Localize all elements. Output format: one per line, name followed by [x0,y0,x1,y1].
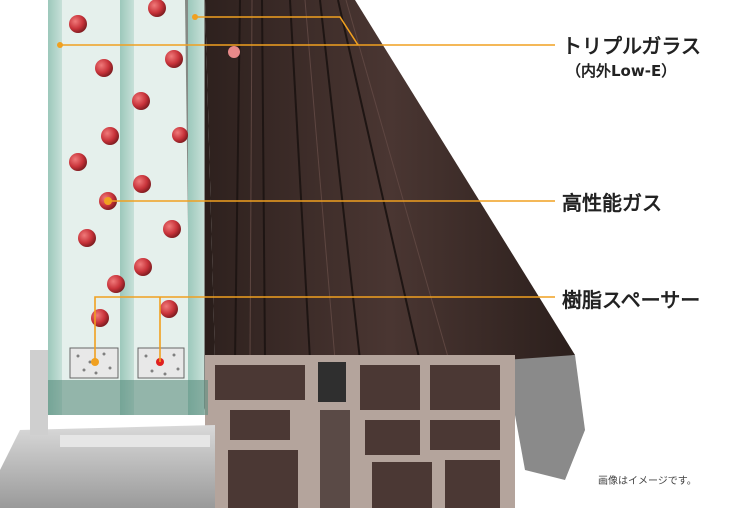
gas-particles [69,0,240,327]
frame-outer-edge [505,355,585,480]
gas-label: 高性能ガス [562,191,662,215]
leader-triple-glass-inner [195,16,359,46]
frame-profile-section [205,355,515,508]
spacer-label: 樹脂スペーサー [562,288,701,312]
frame-grooves [234,0,421,363]
aluminium-lip [30,350,48,435]
triple-glass-label: トリプルガラス [562,34,701,58]
leader-lines [60,16,555,362]
triple-glass-panes [48,0,208,415]
leader-dots [57,14,198,205]
triple-glass-sublabel: （内外Low-E） [566,62,677,80]
resin-spacers [69,347,185,379]
image-note: 画像はイメージです。 [598,476,697,487]
leader-spacer [94,296,555,362]
frame-highlights [249,0,451,365]
frame-top-face [205,0,575,370]
